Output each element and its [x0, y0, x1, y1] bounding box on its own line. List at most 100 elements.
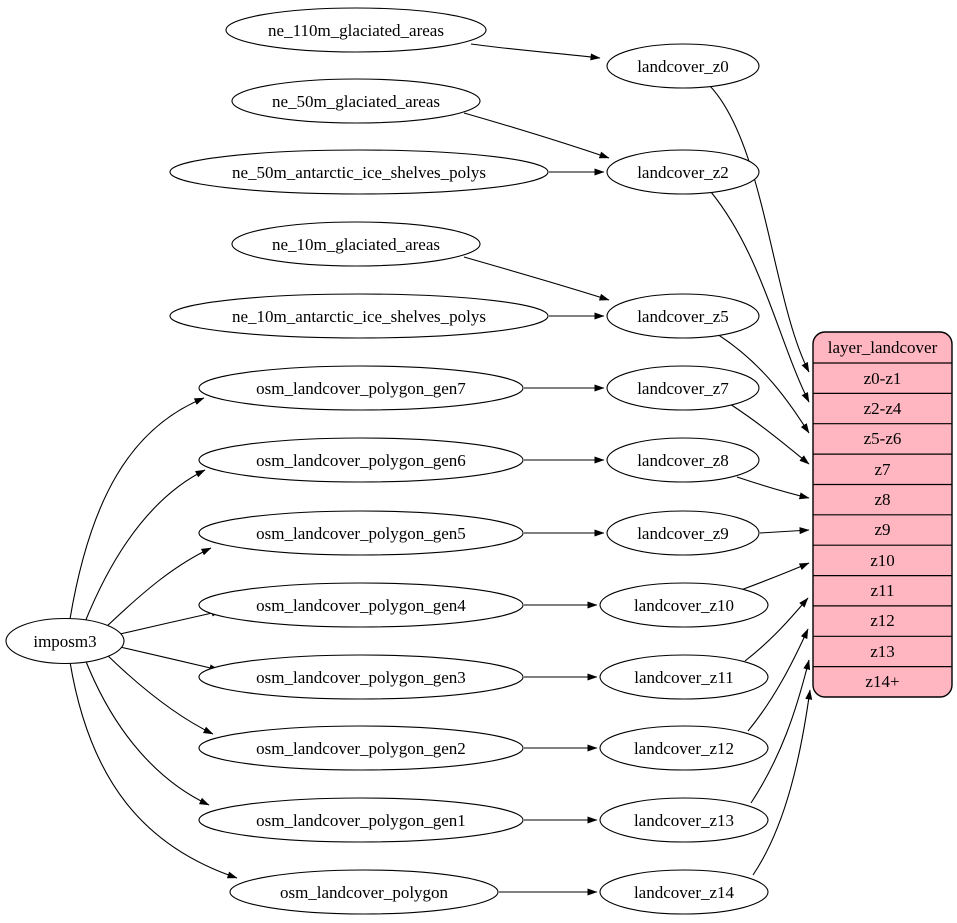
- node-osm_landcover_polygon: osm_landcover_polygon: [229, 869, 499, 915]
- table-row-z2-z4: z2-z4: [864, 399, 902, 418]
- node-landcover_z9: landcover_z9: [606, 510, 760, 556]
- node-label-imposm3: imposm3: [33, 632, 96, 651]
- node-landcover_z5: landcover_z5: [606, 293, 760, 339]
- node-landcover_z14: landcover_z14: [599, 869, 769, 915]
- edge-ne110m-z0: [470, 43, 601, 61]
- node-landcover_z13: landcover_z13: [599, 797, 769, 843]
- node-shape: [169, 149, 549, 195]
- node-ne_10m_glaciated_areas: ne_10m_glaciated_areas: [231, 221, 481, 267]
- node-landcover_z10: landcover_z10: [599, 582, 769, 628]
- edge-z0-row-z0-z1: [709, 85, 810, 373]
- edge-z8-row-z8: [736, 476, 810, 500]
- node-shape: [599, 582, 769, 628]
- node-label-osm_landcover_polygon_gen6: osm_landcover_polygon_gen6: [256, 451, 466, 470]
- node-shape: [606, 43, 760, 89]
- node-shape: [198, 582, 524, 628]
- edge-imposm3-gen5: [104, 547, 212, 629]
- node-osm_landcover_polygon_gen4: osm_landcover_polygon_gen4: [198, 582, 524, 628]
- table-row-z10: z10: [870, 551, 895, 570]
- node-label-osm_landcover_polygon_gen2: osm_landcover_polygon_gen2: [256, 739, 466, 758]
- node-shape: [599, 797, 769, 843]
- edge-imposm3-gen1: [84, 658, 210, 806]
- edge-z5-row-z5-z6: [716, 333, 810, 434]
- node-osm_landcover_polygon_gen1: osm_landcover_polygon_gen1: [198, 797, 524, 843]
- node-landcover_z0: landcover_z0: [606, 43, 760, 89]
- edge-imposm3-gen7: [69, 397, 205, 620]
- node-imposm3: imposm3: [5, 617, 125, 665]
- table-row-z12: z12: [870, 611, 895, 630]
- node-shape: [599, 869, 769, 915]
- node-shape: [606, 365, 760, 411]
- node-shape: [606, 510, 760, 556]
- table-row-z13: z13: [870, 642, 895, 661]
- node-label-ne_10m_glaciated_areas: ne_10m_glaciated_areas: [272, 235, 440, 254]
- edge-imposm3-osm_landcover_polygon: [69, 661, 238, 879]
- node-label-landcover_z11: landcover_z11: [634, 668, 733, 687]
- node-shape: [229, 869, 499, 915]
- node-shape: [169, 293, 549, 339]
- node-label-landcover_z13: landcover_z13: [634, 811, 734, 830]
- edge-imposm3-gen3: [119, 646, 220, 672]
- node-shape: [198, 725, 524, 771]
- node-label-landcover_z5: landcover_z5: [637, 307, 729, 326]
- node-label-osm_landcover_polygon_gen1: osm_landcover_polygon_gen1: [256, 811, 466, 830]
- node-label-landcover_z2: landcover_z2: [637, 163, 729, 182]
- node-label-ne_50m_glaciated_areas: ne_50m_glaciated_areas: [272, 92, 440, 111]
- edge-imposm3-gen4: [119, 609, 222, 635]
- node-shape: [231, 78, 481, 124]
- node-label-landcover_z14: landcover_z14: [634, 883, 735, 902]
- node-label-landcover_z0: landcover_z0: [637, 57, 729, 76]
- edge-layer: [69, 43, 813, 896]
- node-label-ne_50m_antarctic_ice_shelves_polys: ne_50m_antarctic_ice_shelves_polys: [232, 163, 486, 182]
- edge-z14-row-z14plus: [752, 689, 813, 876]
- node-landcover_z2: landcover_z2: [606, 149, 760, 195]
- node-shape: [231, 221, 481, 267]
- node-landcover_z12: landcover_z12: [599, 725, 769, 771]
- node-label-osm_landcover_polygon_gen4: osm_landcover_polygon_gen4: [256, 596, 466, 615]
- edge-z9-row-z9: [759, 527, 810, 535]
- node-label-osm_landcover_polygon_gen5: osm_landcover_polygon_gen5: [256, 524, 466, 543]
- node-shape: [599, 654, 769, 700]
- edge-ne50m-glaciated-z2: [463, 112, 610, 159]
- node-landcover_z7: landcover_z7: [606, 365, 760, 411]
- node-label-osm_landcover_polygon_gen7: osm_landcover_polygon_gen7: [256, 379, 466, 398]
- edge-z10-row-z10: [740, 562, 810, 591]
- node-label-landcover_z10: landcover_z10: [634, 596, 734, 615]
- node-ne_10m_antarctic_ice_shelves_polys: ne_10m_antarctic_ice_shelves_polys: [169, 293, 549, 339]
- table-row-z0-z1: z0-z1: [864, 369, 902, 388]
- node-shape: [5, 617, 125, 665]
- table-layer_landcover: layer_landcover z0-z1 z2-z4 z5-z6 z7 z8 …: [812, 331, 953, 698]
- node-osm_landcover_polygon_gen3: osm_landcover_polygon_gen3: [198, 654, 524, 700]
- table-row-z11: z11: [871, 581, 895, 600]
- edge-z7-row-z7: [729, 403, 810, 465]
- node-shape: [198, 510, 524, 556]
- node-landcover_z8: landcover_z8: [606, 437, 760, 483]
- node-label-landcover_z9: landcover_z9: [637, 524, 729, 543]
- node-landcover_z11: landcover_z11: [599, 654, 769, 700]
- node-shape: [198, 797, 524, 843]
- node-shape: [606, 293, 760, 339]
- edge-ne10m-glaciated-z5: [463, 256, 610, 301]
- node-shape: [599, 725, 769, 771]
- edge-z13-row-z13: [750, 659, 811, 804]
- node-osm_landcover_polygon_gen7: osm_landcover_polygon_gen7: [198, 365, 524, 411]
- node-label-ne_110m_glaciated_areas: ne_110m_glaciated_areas: [268, 21, 444, 40]
- node-shape: [606, 149, 760, 195]
- node-layer: imposm3 ne_110m_glaciated_areas ne_50m_g…: [5, 7, 769, 915]
- node-label-ne_10m_antarctic_ice_shelves_polys: ne_10m_antarctic_ice_shelves_polys: [232, 307, 486, 326]
- table-row-z9: z9: [874, 520, 890, 539]
- table-row-z14plus: z14+: [865, 672, 899, 691]
- node-osm_landcover_polygon_gen5: osm_landcover_polygon_gen5: [198, 510, 524, 556]
- node-ne_110m_glaciated_areas: ne_110m_glaciated_areas: [225, 7, 487, 53]
- node-ne_50m_antarctic_ice_shelves_polys: ne_50m_antarctic_ice_shelves_polys: [169, 149, 549, 195]
- edge-imposm3-gen6: [84, 469, 206, 623]
- node-shape: [225, 7, 487, 53]
- edge-imposm3-gen2: [104, 652, 214, 735]
- table-title: layer_landcover: [828, 338, 938, 357]
- node-label-landcover_z12: landcover_z12: [634, 739, 734, 758]
- table-row-z7: z7: [874, 460, 891, 479]
- table-row-z8: z8: [874, 490, 890, 509]
- node-osm_landcover_polygon_gen6: osm_landcover_polygon_gen6: [198, 437, 524, 483]
